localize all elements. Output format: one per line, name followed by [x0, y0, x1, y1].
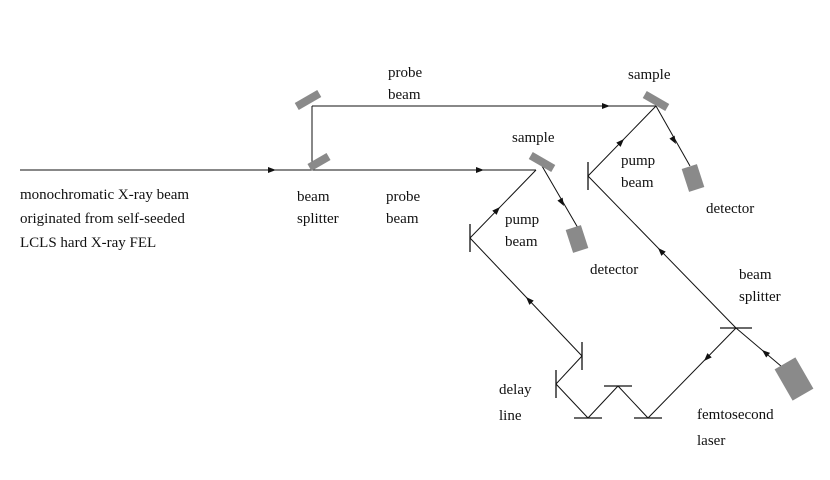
delay-path-2: [617, 385, 649, 419]
delay-path-1: [647, 327, 737, 419]
arrow-detector-lower: [557, 197, 564, 206]
sample-upper-label: sample: [628, 67, 671, 83]
pump-beam-lower-line-2: beam: [505, 234, 538, 250]
beam-splitter-right-label: beam splitter: [739, 267, 781, 305]
femtosecond-laser-block: [774, 357, 814, 401]
pump-path-lower-2: [469, 169, 537, 239]
beam-splitter-right-line-2: splitter: [739, 289, 781, 305]
laser-line-1: femtosecond: [697, 407, 774, 423]
arrowheads: [268, 103, 771, 361]
source-label-line-1: monochromatic X-ray beam: [20, 187, 189, 203]
xray-beam-splitter: [307, 153, 331, 171]
probe-beam-lower-line-2: beam: [386, 211, 419, 227]
scatter-to-detector-lower: [541, 165, 579, 229]
components: [294, 90, 814, 401]
probe-beam-lower-line-1: probe: [386, 189, 420, 205]
probe-beam-upper-line-2: beam: [388, 87, 421, 103]
delay-line-line-2: line: [499, 408, 522, 424]
pump-beam-upper-line-1: pump: [621, 153, 655, 169]
beam-splitter-right-line-1: beam: [739, 267, 772, 283]
xray-mirror-top: [294, 90, 322, 110]
scatter-to-detector-upper: [655, 105, 691, 167]
arrow-probe-upper: [602, 103, 610, 109]
detector-lower-label: detector: [590, 262, 638, 278]
detector-upper-block: [681, 164, 705, 192]
pump-beam-upper-line-2: beam: [621, 175, 654, 191]
delay-line-line-1: delay: [499, 382, 532, 398]
arrow-pump-lower-2: [492, 207, 500, 215]
probe-beam-upper-line-1: probe: [388, 65, 422, 81]
sample-upper-block: [642, 91, 670, 111]
arrow-pump-lower-1: [526, 297, 534, 305]
beam-splitter-left-line-1: beam: [297, 189, 330, 205]
delay-path-5: [555, 355, 583, 385]
arrow-probe-lower: [476, 167, 484, 173]
labels: monochromatic X-ray beam originated from…: [20, 65, 781, 449]
delay-path-3: [587, 385, 619, 419]
sample-lower-label: sample: [512, 130, 555, 146]
pump-beam-lower-label: pump beam: [505, 212, 543, 250]
arrow-pump-upper-2: [616, 139, 624, 147]
mirrors: [469, 162, 752, 419]
pump-beam-upper-label: pump beam: [621, 153, 659, 191]
arrow-detector-upper: [669, 135, 676, 144]
source-label-line-2: originated from self-seeded: [20, 211, 185, 227]
probe-beam-upper-label: probe beam: [388, 65, 426, 103]
source-label-line-3: LCLS hard X-ray FEL: [20, 235, 156, 251]
source-label: monochromatic X-ray beam originated from…: [20, 187, 193, 251]
xray-beam-paths: [20, 105, 691, 229]
arrow-delay-1: [704, 353, 712, 361]
laser-label: femtosecond laser: [697, 407, 777, 449]
delay-path-4: [555, 383, 589, 419]
pump-beam-lower-line-1: pump: [505, 212, 539, 228]
detector-upper-label: detector: [706, 201, 754, 217]
probe-beam-lower-label: probe beam: [386, 189, 424, 227]
arrow-pump-upper-1: [658, 248, 666, 256]
detector-lower-block: [565, 225, 589, 253]
arrow-laser-in: [762, 350, 771, 358]
delay-line-label: delay line: [499, 382, 535, 424]
sample-lower-block: [528, 152, 556, 172]
laser-line-2: laser: [697, 433, 725, 449]
arrow-incoming: [268, 167, 276, 173]
beam-splitter-left-line-2: splitter: [297, 211, 339, 227]
beam-splitter-left-label: beam splitter: [297, 189, 339, 227]
